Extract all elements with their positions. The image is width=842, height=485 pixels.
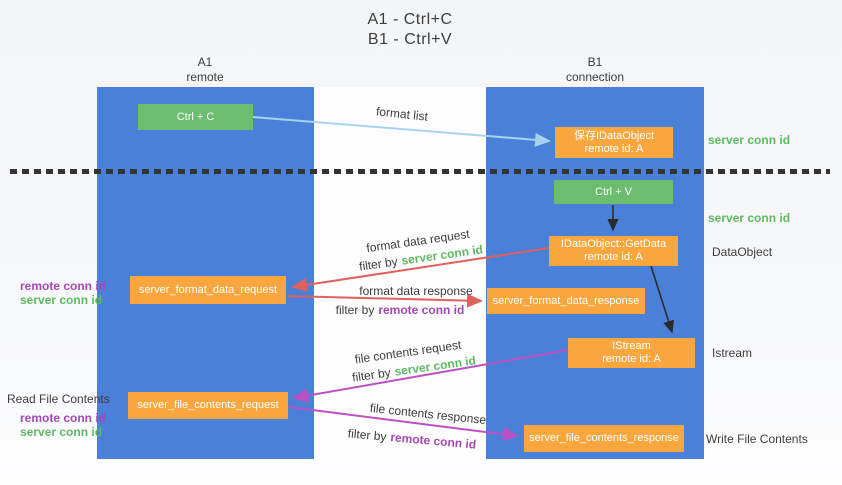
title-line-2: B1 - Ctrl+V bbox=[367, 31, 453, 48]
istream-side-label: Istream bbox=[712, 346, 753, 360]
node-server-file-contents-response: server_file_contents_response bbox=[524, 425, 684, 452]
format-response-filter-label: filter by remote conn id bbox=[336, 303, 465, 317]
right-column-name: B1 bbox=[587, 55, 603, 69]
node-ctrl-v-label: Ctrl + V bbox=[595, 185, 632, 198]
server-conn-id-right-1: server conn id bbox=[708, 133, 791, 147]
node-idataobject-getdata: IDataObject::GetData remote id: A bbox=[549, 236, 678, 266]
node-istream-line2: remote id: A bbox=[602, 353, 661, 365]
format-data-response-text: format data response bbox=[359, 284, 473, 298]
file-contents-response-arrow bbox=[288, 406, 519, 442]
right-column-header: B1 connection bbox=[566, 55, 624, 85]
server-conn-id-right-2: server conn id bbox=[708, 211, 791, 225]
node-server-format-data-request: server_format_data_request bbox=[130, 276, 286, 304]
format-data-response-arrow bbox=[286, 293, 483, 308]
node-istream-line1: IStream bbox=[612, 340, 651, 352]
getdata-to-istream-arrow bbox=[650, 265, 674, 334]
diagram-title: A1 - Ctrl+C B1 - Ctrl+V bbox=[367, 10, 452, 50]
dataobject-label: DataObject bbox=[712, 245, 773, 259]
node-file-request-label: server_file_contents_request bbox=[137, 399, 279, 411]
node-istream: IStream remote id: A bbox=[568, 338, 695, 368]
right-column-subtitle: connection bbox=[565, 70, 625, 84]
node-getdata-line1: IDataObject::GetData bbox=[560, 238, 667, 250]
server-conn-id-left-2: server conn id bbox=[20, 425, 103, 439]
left-column-header: A1 remote bbox=[186, 55, 223, 85]
left-column-name: A1 bbox=[197, 55, 213, 69]
node-save-idataobject-line2: remote id: A bbox=[584, 142, 644, 155]
center-gap-band bbox=[314, 87, 487, 459]
node-getdata-line2: remote id: A bbox=[584, 251, 643, 263]
format-list-arrow bbox=[252, 116, 551, 147]
node-save-idataobject: 保存IDataObject remote id: A bbox=[555, 127, 673, 158]
node-server-format-data-response: server_format_data_response bbox=[487, 288, 645, 314]
node-file-response-label: server_file_contents_response bbox=[529, 432, 679, 444]
read-file-contents-label: Read File Contents bbox=[7, 392, 110, 406]
format-data-response-label: format data response bbox=[359, 284, 472, 298]
write-file-contents-label: Write File Contents bbox=[706, 432, 808, 446]
node-ctrl-v: Ctrl + V bbox=[554, 180, 673, 204]
node-save-idataobject-line1: 保存IDataObject bbox=[573, 129, 655, 142]
filter-by-text: filter by bbox=[335, 303, 375, 317]
node-ctrl-c-label: Ctrl + C bbox=[176, 110, 215, 123]
node-format-request-label: server_format_data_request bbox=[138, 283, 278, 296]
server-conn-id-left-1: server conn id bbox=[20, 293, 103, 307]
remote-conn-id-text: remote conn id bbox=[378, 303, 465, 317]
remote-conn-id-left-2: remote conn id bbox=[20, 411, 107, 425]
node-format-response-label: server_format_data_response bbox=[492, 294, 640, 307]
remote-conn-id-left-1: remote conn id bbox=[20, 279, 107, 293]
node-ctrl-c: Ctrl + C bbox=[138, 104, 253, 130]
left-column-subtitle: remote bbox=[186, 70, 224, 84]
file-contents-request-arrow bbox=[292, 349, 569, 403]
title-line-1: A1 - Ctrl+C bbox=[367, 11, 453, 28]
node-server-file-contents-request: server_file_contents_request bbox=[128, 392, 288, 419]
separator-dashed-line bbox=[10, 169, 830, 174]
format-data-request-arrow bbox=[291, 247, 550, 292]
